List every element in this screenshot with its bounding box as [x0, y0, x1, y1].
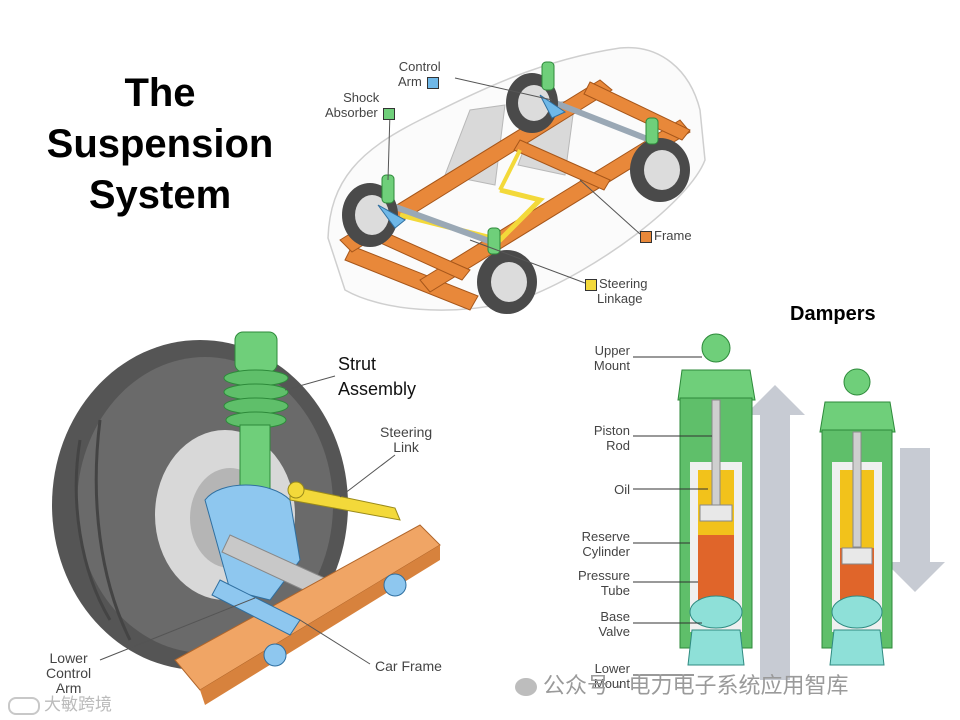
label-strut-line1: Strut	[338, 354, 377, 374]
dampers-heading: Dampers	[790, 303, 876, 325]
title-line-2: Suspension	[46, 122, 274, 166]
label-lower-mount-line2: Mount	[593, 676, 630, 691]
label-base-valve-line1: Base	[600, 609, 630, 624]
label-piston-rod-line2: Rod	[606, 438, 630, 453]
label-lower-mount-line1: Lower	[594, 661, 630, 676]
label-shock-line1: Shock	[343, 90, 380, 105]
label-frame: Frame	[638, 228, 692, 243]
label-piston-rod: Piston Rod	[574, 423, 630, 453]
label-car-frame-text: Car Frame	[375, 658, 442, 674]
label-oil-line1: Oil	[614, 482, 630, 497]
label-pressure-tube: Pressure Tube	[566, 568, 630, 598]
label-base-valve: Base Valve	[574, 609, 630, 639]
label-pressure-line2: Tube	[600, 583, 630, 598]
label-lower-mount: Lower Mount	[574, 661, 630, 691]
label-steering-link-line2: Link	[393, 439, 419, 455]
watermark-left: 大敏跨境	[8, 690, 112, 715]
watermark-left-text: 大敏跨境	[44, 695, 112, 714]
label-steering-link-line1: Steering	[380, 424, 433, 440]
label-shock-line2: Absorber	[325, 105, 397, 120]
label-frame-text: Frame	[654, 228, 692, 243]
label-upper-mount-line1: Upper	[594, 343, 630, 358]
wechat-icon	[515, 678, 537, 697]
label-shock-absorber: Shock Absorber	[325, 90, 397, 120]
label-strut-line2: Assembly	[338, 379, 417, 399]
brand-logo-icon	[8, 696, 40, 715]
label-pressure-line1: Pressure	[577, 568, 630, 583]
label-control-arm-line1: Control	[398, 59, 441, 74]
label-lca-line1: Lower	[49, 650, 88, 666]
label-lca-line2: Control	[46, 665, 92, 681]
damper-illustration	[633, 333, 945, 680]
label-control-arm-text: Arm	[398, 74, 422, 89]
label-oil: Oil	[574, 482, 630, 497]
label-upper-mount: Upper Mount	[574, 343, 630, 373]
label-reserve-cylinder: Reserve Cylinder	[566, 529, 630, 559]
shock-absorber-swatch-icon	[383, 107, 396, 120]
control-arm-swatch-icon	[427, 76, 440, 89]
label-steering-link: Steering Link	[380, 425, 432, 455]
label-car-frame: Car Frame	[375, 659, 442, 674]
label-steering-linkage: Steering Linkage	[583, 276, 647, 306]
label-steering-linkage-line2: Linkage	[597, 291, 643, 306]
label-control-arm-line2: Arm	[398, 74, 441, 89]
page-title: The Suspension System	[20, 68, 300, 221]
label-upper-mount-line2: Mount	[593, 358, 630, 373]
label-steering-linkage-text: Steering	[599, 276, 648, 291]
label-piston-rod-line1: Piston	[593, 423, 630, 438]
title-line-3: System	[88, 173, 232, 217]
frame-swatch-icon	[640, 230, 652, 243]
watermark-right-text: 公众号 · 电力电子系统应用智库	[543, 673, 849, 698]
watermark-right: 公众号 · 电力电子系统应用智库	[515, 668, 849, 700]
label-steering-linkage-line1: Steering	[583, 276, 647, 291]
title-line-1: The	[124, 71, 196, 115]
strut-assembly-illustration	[52, 331, 441, 705]
label-reserve-line2: Cylinder	[582, 544, 630, 559]
steering-linkage-swatch-icon	[585, 278, 597, 291]
label-shock-text: Absorber	[325, 105, 378, 120]
label-reserve-line1: Reserve	[581, 529, 630, 544]
label-base-valve-line2: Valve	[598, 624, 630, 639]
label-lca-line3: Arm	[55, 680, 82, 696]
label-lower-control-arm: Lower Control Arm	[46, 651, 91, 696]
label-strut-assembly: Strut Assembly	[338, 352, 416, 402]
car-chassis-illustration	[327, 46, 706, 314]
label-control-arm: Control Arm	[398, 59, 441, 89]
